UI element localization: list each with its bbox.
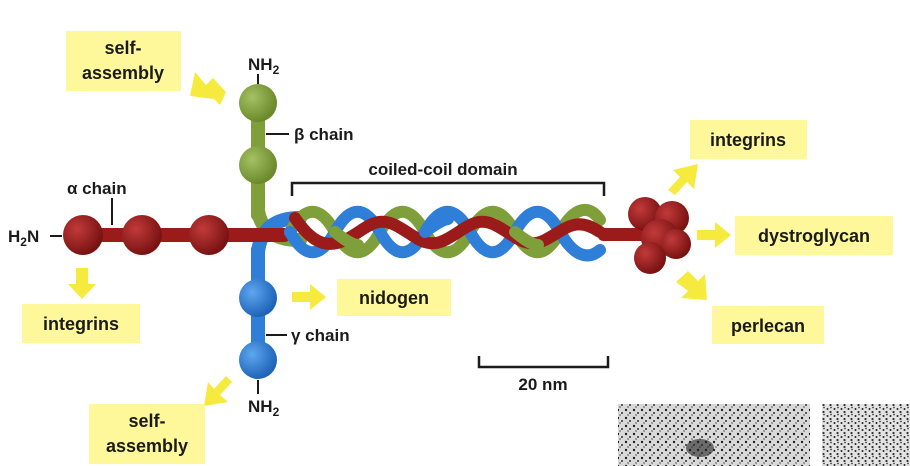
box-integrins-left: integrins [22, 304, 140, 343]
alpha-globule-3 [189, 215, 229, 255]
svg-text:self-: self- [104, 38, 141, 58]
box-nidogen: nidogen [337, 279, 451, 316]
arrows [68, 72, 731, 406]
gamma-globule-2 [239, 341, 277, 379]
arrow-self-assembly-top [190, 72, 226, 105]
box-dystroglycan: dystroglycan [735, 216, 893, 255]
micrograph-thumbnail-1 [618, 404, 810, 466]
arrow-dystroglycan [697, 222, 731, 248]
scale-bar-label: 20 nm [518, 375, 567, 394]
box-self-assembly-bottom: self- assembly [89, 404, 205, 464]
beta-globule-1 [239, 84, 277, 122]
beta-globule-2 [239, 146, 277, 184]
alpha-chain [63, 215, 290, 255]
box-perlecan: perlecan [712, 306, 824, 344]
alpha-globule-1 [63, 215, 103, 255]
gamma-chain-label: γ chain [291, 326, 350, 345]
beta-n-terminus: NH2 [248, 55, 280, 77]
scale-bar [477, 356, 610, 369]
svg-text:assembly: assembly [106, 436, 188, 456]
arrow-self-assembly-bottom [204, 376, 232, 406]
svg-text:self-: self- [128, 411, 165, 431]
gamma-globule-1 [239, 279, 277, 317]
coiled-coil-label: coiled-coil domain [368, 160, 517, 179]
svg-text:perlecan: perlecan [731, 316, 805, 336]
alpha-n-terminus: H2N [8, 227, 39, 249]
alpha-globule-2 [122, 215, 162, 255]
box-integrins-right: integrins [690, 120, 807, 159]
svg-text:assembly: assembly [82, 63, 164, 83]
alpha-c-terminal-globule [628, 197, 691, 274]
gamma-n-terminus: NH2 [248, 397, 280, 419]
coiled-coil-bracket [290, 181, 606, 196]
alpha-chain-label: α chain [67, 179, 127, 198]
arrow-nidogen [292, 284, 326, 310]
box-self-assembly-top: self- assembly [66, 31, 181, 91]
arrow-integrins-right [668, 164, 698, 195]
arrow-perlecan [676, 271, 707, 300]
beta-chain-label: β chain [294, 125, 354, 144]
coiled-coil [284, 204, 648, 262]
svg-text:nidogen: nidogen [359, 288, 429, 308]
svg-text:integrins: integrins [710, 130, 786, 150]
svg-text:integrins: integrins [43, 314, 119, 334]
micrograph-thumbnail-2 [822, 404, 910, 466]
arrow-integrins-left [68, 268, 96, 299]
svg-text:dystroglycan: dystroglycan [758, 226, 870, 246]
